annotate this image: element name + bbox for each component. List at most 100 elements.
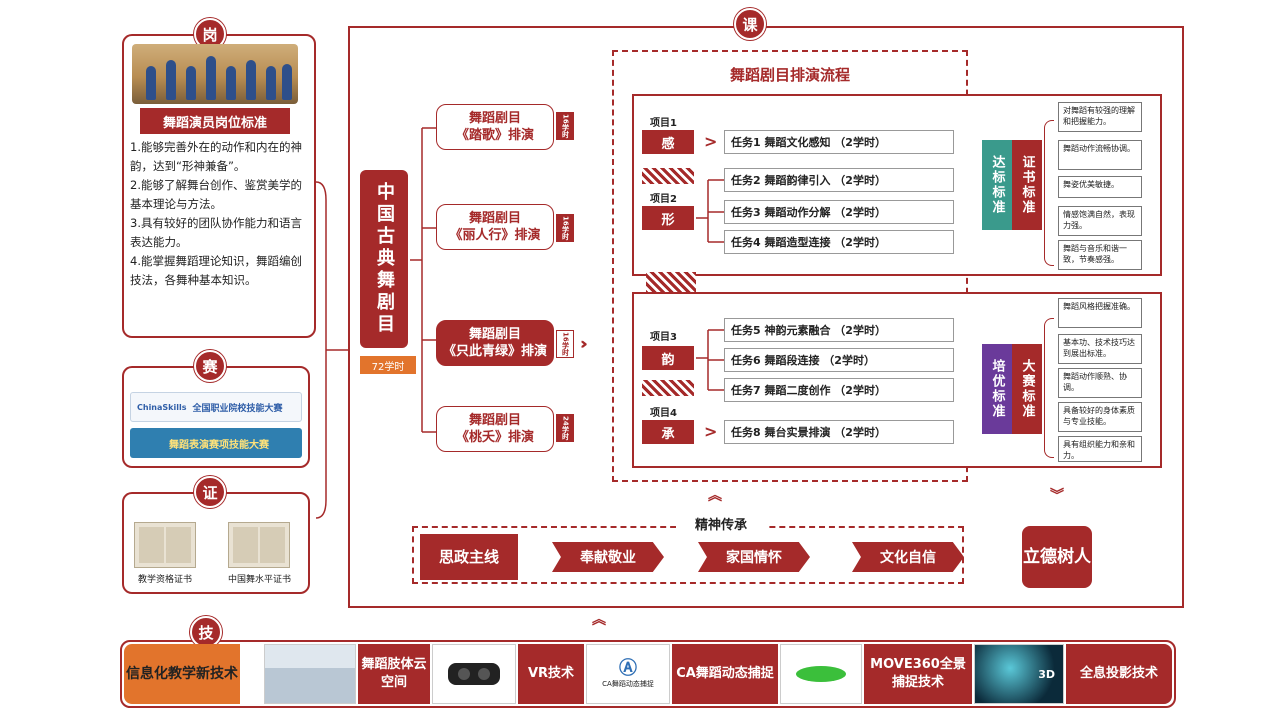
play-label: 舞蹈剧目 [468,327,521,342]
project-label: 项目4 [650,408,677,419]
left-connector [315,181,350,519]
task-5: 任务5 神韵元素融合 （2学时） [724,318,954,342]
play-taoyao: 舞蹈剧目 《桃夭》排演 [436,406,554,452]
project-label: 项目3 [650,332,677,343]
standard-note: 情感饱满自然，表现力强。 [1058,206,1142,236]
vr-headset-icon [448,663,500,685]
hologram-3d-label: 3D [1038,667,1055,681]
play-hours: 16学时 [556,214,574,242]
project-label: 项目1 [650,118,677,129]
spirit-title: 精神传承 [676,514,766,533]
standard-note: 舞蹈风格把握准确。 [1058,298,1142,328]
up-arrows-icon: ︽ [708,488,722,504]
competition-logo-chinaskills: ChinaSkills 全国职业院校技能大赛 [130,392,302,422]
standard-note: 舞蹈动作顺熟、协调。 [1058,368,1142,398]
tech-cloud-space: 舞蹈肢体云空间 [358,644,430,704]
play-zhiciqinglv: 舞蹈剧目 《只此青绿》排演 [436,320,554,366]
dance-level-certificate-image [228,522,290,568]
chinaskills-brand: ChinaSkills [137,402,187,412]
project-label: 项目2 [650,194,677,205]
standard-note: 对舞蹈有较强的理解和把握能力。 [1058,102,1142,132]
tasks-connector [696,329,724,391]
task-arrow: > [704,422,718,441]
tag-dabiao: 达标标准 [982,140,1012,230]
play-label: 舞蹈剧目 [468,211,521,226]
tag-zhengshu: 证书标准 [1012,140,1042,230]
project-yun: 韵 [642,346,694,370]
dance-competition-name: 舞蹈表演赛项技能大赛 [169,439,269,451]
ca-logo-image: Ⓐ CA舞蹈动态捕捉 [586,644,670,704]
hologram-image: 3D [974,644,1064,704]
play-hours: 24学时 [556,414,574,442]
standard-note: 具备较好的身体素质与专业技能。 [1058,402,1142,432]
standard-note: 舞蹈动作流畅协调。 [1058,140,1142,170]
task-1: 任务1 舞蹈文化感知 （2学时） [724,130,954,154]
standards-bracket [1044,120,1054,266]
standard-item: 2.能够了解舞台创作、鉴赏美学的基本理论与方法。 [130,178,302,211]
marker-ke: 课 [734,8,766,40]
tag-peiyou: 培优标准 [982,344,1012,434]
play-label: 舞蹈剧目 [468,111,521,126]
standard-note: 基本功、技术技巧达到展出标准。 [1058,334,1142,364]
job-standard-title: 舞蹈演员岗位标准 [140,108,290,134]
standard-item: 4.能掌握舞蹈理论知识，舞蹈编创技法，各舞种基本知识。 [130,254,302,287]
standard-item: 3.具有较好的团队协作能力和语言表达能力。 [130,216,302,249]
standards-bracket [1044,318,1054,458]
task-8: 任务8 舞台实景排演 （2学时） [724,420,954,444]
tasks-connector [696,179,724,243]
ideology-main: 思政主线 [420,534,518,580]
course-hours-badge: 72学时 [360,356,416,374]
play-hours: 16学时 [556,112,574,140]
play-lirenxing: 舞蹈剧目 《丽人行》排演 [436,204,554,250]
competition-logo-dance: 舞蹈表演赛项技能大赛 [130,428,302,458]
play-name: 《丽人行》排演 [449,228,541,243]
teacher-certificate-image [134,522,196,568]
dance-level-certificate-caption: 中国舞水平证书 [228,575,292,585]
teacher-certificate-caption: 教学资格证书 [138,575,193,585]
up-arrows-icon: ︽ [592,612,606,628]
down-arrows-icon: ︾ [1050,488,1064,504]
flow-arrow-right: ››› [580,334,587,353]
play-name: 《只此青绿》排演 [442,344,547,359]
vr-headset-image [432,644,516,704]
move360-logo-icon [796,666,846,682]
project-cheng: 承 [642,420,694,444]
tag-dasai: 大赛标准 [1012,344,1042,434]
goal-lide-shuren: 立德树人 [1022,526,1092,588]
task-2: 任务2 舞蹈韵律引入 （2学时） [724,168,954,192]
play-label: 舞蹈剧目 [468,413,521,428]
tech-ca-capture: CA舞蹈动态捕捉 [672,644,778,704]
marker-ji: 技 [190,616,222,648]
move360-logo-image [780,644,862,704]
project-xing: 形 [642,206,694,230]
task-7: 任务7 舞蹈二度创作 （2学时） [724,378,954,402]
section-divider [646,272,696,294]
chinaskills-name: 全国职业院校技能大赛 [192,403,283,414]
play-hours: 16学时 [556,330,574,358]
task-3: 任务3 舞蹈动作分解 （2学时） [724,200,954,224]
value-patriotism: 家国情怀 [698,542,810,572]
course-title: 中国古典舞剧目 [360,170,408,348]
play-name: 《踏歌》排演 [455,128,534,143]
standard-item: 1.能够完善外在的动作和内在的神韵，达到“形神兼备”。 [130,140,302,173]
ca-logo-text: CA舞蹈动态捕捉 [602,680,654,688]
tech-hologram: 全息投影技术 [1066,644,1172,704]
tech-label: 信息化教学新技术 [124,644,240,704]
plays-connector [410,127,436,433]
job-standard-list: 1.能够完善外在的动作和内在的神韵，达到“形神兼备”。 2.能够了解舞台创作、鉴… [130,138,306,290]
project-divider [642,380,694,396]
tech-move360: MOVE360全景捕捉技术 [864,644,972,704]
standard-note: 舞蹈与音乐和谐一致，节奏感强。 [1058,240,1142,270]
play-tage: 舞蹈剧目 《踏歌》排演 [436,104,554,150]
task-6: 任务6 舞蹈段连接 （2学时） [724,348,954,372]
marker-zheng: 证 [194,476,226,508]
course-frame [348,26,1184,608]
task-4: 任务4 舞蹈造型连接 （2学时） [724,230,954,254]
task-arrow: > [704,132,718,151]
dance-performance-photo [132,44,298,104]
project-divider [642,168,694,184]
process-title: 舞蹈剧目排演流程 [729,65,850,84]
play-name: 《桃夭》排演 [455,430,534,445]
standard-note: 舞姿优美敏捷。 [1058,176,1142,198]
